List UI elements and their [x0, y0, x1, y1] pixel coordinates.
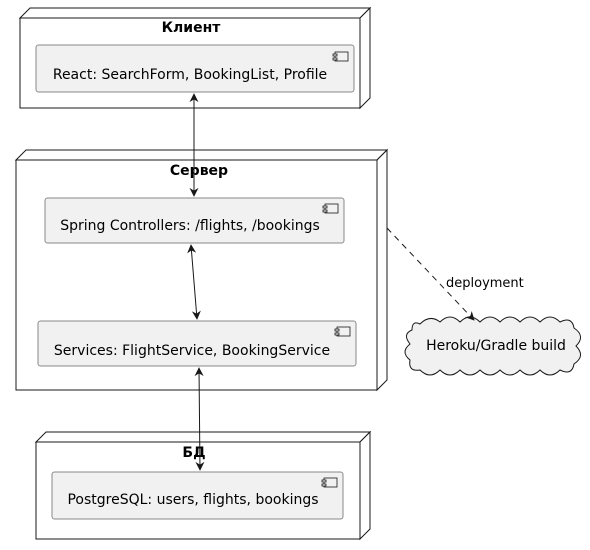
component-icon: [321, 477, 338, 488]
node-db-top-face: [34, 431, 372, 443]
component-react[interactable]: React: SearchForm, BookingList, Profile: [35, 44, 355, 93]
component-services-label: Services: FlightService, BookingService: [54, 343, 330, 359]
component-services-box: [37, 320, 357, 367]
component-controllers-label: Spring Controllers: /flights, /bookings: [60, 218, 320, 234]
component-postgresql-label: PostgreSQL: users, flights, bookings: [67, 492, 318, 508]
cloud-shape: [404, 316, 581, 376]
cloud-label: Heroku/Gradle build: [426, 338, 566, 354]
component-react-box: [35, 44, 355, 93]
component-icon: [334, 326, 351, 337]
edge-services-postgresql: [194, 367, 205, 471]
component-postgresql-box: [51, 471, 344, 520]
node-server[interactable]: Сервер Spring Controllers: /flights, /bo…: [14, 148, 389, 392]
component-react-label: React: SearchForm, BookingList, Profile: [53, 67, 327, 83]
component-services[interactable]: Services: FlightService, BookingService: [37, 320, 357, 367]
component-icon: [332, 51, 349, 62]
node-db[interactable]: БД PostgreSQL: users, flights, bookings: [34, 430, 372, 541]
node-client[interactable]: Клиент React: SearchForm, BookingList, P…: [18, 6, 372, 110]
component-controllers-box: [44, 197, 345, 244]
node-db-side-face: [359, 430, 371, 541]
component-icon: [322, 203, 339, 214]
node-client-title: Клиент: [162, 20, 222, 36]
node-server-top-face: [14, 149, 389, 161]
node-client-top-face: [18, 7, 372, 19]
cloud-heroku[interactable]: Heroku/Gradle build: [404, 316, 581, 376]
edge-controllers-services: [187, 244, 201, 320]
node-server-title: Сервер: [170, 163, 228, 179]
edge-deployment-label: deployment: [446, 276, 524, 291]
node-server-side-face: [376, 148, 388, 392]
edge-server-cloud-deployment: [386, 227, 475, 321]
component-postgresql[interactable]: PostgreSQL: users, flights, bookings: [51, 471, 344, 520]
node-db-title: БД: [182, 445, 205, 461]
component-spring-controllers[interactable]: Spring Controllers: /flights, /bookings: [44, 197, 345, 244]
node-client-side-face: [359, 6, 371, 110]
